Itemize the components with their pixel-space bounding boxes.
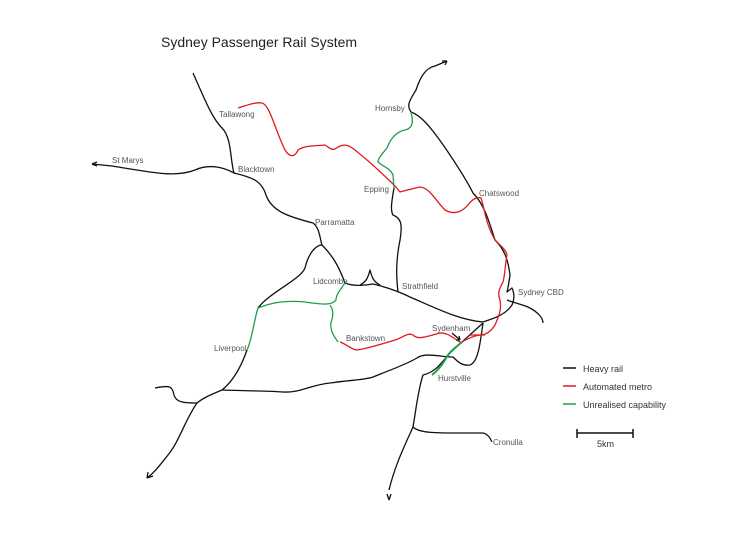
western-line	[91, 163, 484, 323]
illawarra-line	[388, 322, 484, 491]
station-label: Sydenham	[432, 324, 471, 333]
central-coast-line	[408, 60, 448, 113]
station-label: Sydney CBD	[518, 288, 564, 297]
station-label: Cronulla	[493, 438, 523, 447]
sydenham-hurstville-link	[431, 341, 463, 376]
sydenham-pointer-arrow	[451, 332, 461, 341]
legend-label: Unrealised capability	[583, 400, 667, 410]
scale-bar: 5km	[576, 429, 634, 449]
east-hills-line	[221, 322, 484, 393]
arrow-south	[386, 493, 392, 501]
west-spur	[154, 385, 198, 404]
legend-label: Automated metro	[583, 382, 652, 392]
legend: Heavy rail Automated metro Unrealised ca…	[563, 364, 667, 410]
station-label: Parramatta	[315, 218, 355, 227]
arrow-north	[442, 60, 448, 66]
lidcombe-liverpool-link	[246, 282, 346, 351]
bankstown-link	[329, 304, 339, 343]
cronulla-line	[412, 426, 493, 443]
hornsby-epping-link	[377, 111, 414, 189]
map-title: Sydney Passenger Rail System	[161, 34, 357, 50]
arrow-southwest	[146, 471, 154, 479]
legend-label: Heavy rail	[583, 364, 623, 374]
metro-northwest	[237, 102, 508, 344]
station-label: Bankstown	[346, 334, 385, 343]
scale-label: 5km	[597, 439, 614, 449]
station-label: Tallawong	[219, 110, 255, 119]
olympic-park-spur	[359, 269, 381, 286]
station-labels: Tallawong Hornsby St Marys Blacktown Epp…	[112, 104, 564, 447]
scale-bar-line	[576, 429, 634, 438]
south-line	[146, 349, 248, 479]
metro-lines	[237, 102, 508, 351]
metro-bankstown	[339, 332, 463, 351]
arrow-st-marys	[91, 161, 98, 167]
station-label: Liverpool	[214, 344, 247, 353]
richmond-line	[192, 72, 235, 174]
station-label: Epping	[364, 185, 389, 194]
unrealised-lines	[246, 111, 463, 376]
heavy-rail-lines	[91, 60, 544, 501]
station-label: Chatswood	[479, 189, 519, 198]
station-label: Blacktown	[238, 165, 274, 174]
bankstown-liverpool-loop	[257, 244, 323, 309]
eastern-suburbs-line	[506, 299, 544, 324]
station-label: Lidcombe	[313, 277, 348, 286]
station-label: St Marys	[112, 156, 144, 165]
northern-line	[390, 187, 402, 293]
station-label: Hurstville	[438, 374, 471, 383]
station-label: Strathfield	[402, 282, 438, 291]
station-label: Hornsby	[375, 104, 405, 113]
